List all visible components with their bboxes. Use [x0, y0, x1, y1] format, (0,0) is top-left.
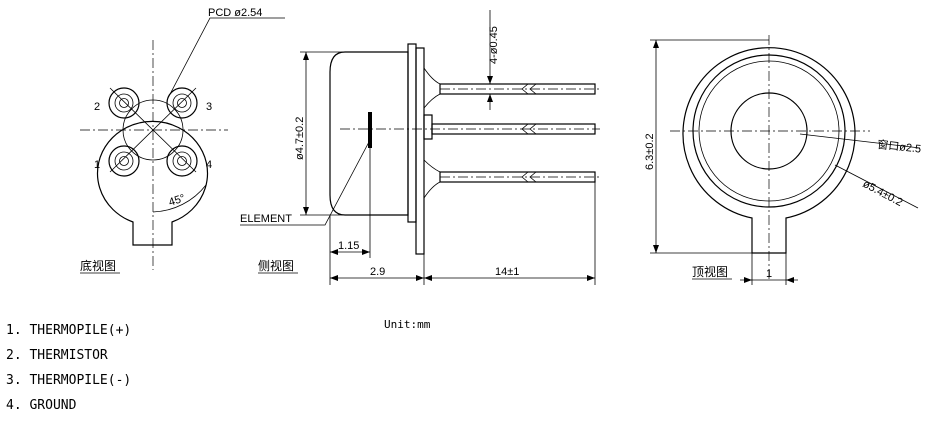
- top-diameter-label: ø5.4±0.2: [861, 178, 905, 209]
- pcd-circle: [122, 99, 184, 161]
- side-view: ELEMENT ø4.7±0.2 4-ø0.45 1.15 2.9 14±1 侧…: [240, 10, 600, 285]
- diameter-dim-label: ø4.7±0.2: [294, 117, 306, 160]
- dia-leader: [834, 164, 919, 209]
- element-leader: [240, 139, 371, 226]
- pin-number-4: 4: [206, 159, 212, 171]
- top-view-outline: [682, 47, 856, 254]
- angle-arc: [152, 184, 207, 213]
- pin-number-1: 1: [94, 159, 100, 171]
- top-view: 6.3±0.2 窗口ø2.5 ø5.4±0.2 1 顶视图: [644, 35, 922, 285]
- tab-dim-label: 1: [766, 268, 772, 280]
- side-view-caption: 侧视图: [258, 258, 294, 273]
- window-leader: [799, 133, 921, 149]
- legend-item-2: 2. THERMISTOR: [6, 348, 108, 363]
- unit-label: Unit:mm: [384, 318, 431, 331]
- pin-2: [108, 87, 140, 119]
- bottom-view-caption: 底视图: [80, 258, 116, 273]
- dim-2-9: 2.9: [370, 266, 385, 278]
- side-header: [415, 47, 425, 255]
- window-label: 窗口ø2.5: [877, 137, 922, 156]
- top-view-caption: 顶视图: [692, 264, 728, 279]
- angle-label: 45°: [167, 192, 187, 209]
- element-label: ELEMENT: [240, 213, 292, 225]
- pin-number-3: 3: [206, 101, 212, 113]
- dim-14: 14±1: [495, 266, 519, 278]
- legend-item-4: 4. GROUND: [6, 398, 77, 413]
- height-dim-label: 6.3±0.2: [644, 133, 656, 170]
- sensing-element: [368, 112, 372, 148]
- bottom-diag-2: [109, 87, 197, 173]
- side-flange: [407, 43, 417, 223]
- pcd-leader: [167, 17, 285, 99]
- bottom-view-outline: [96, 120, 209, 246]
- pin-legend: 1. THERMOPILE(+) 2. THERMISTOR 3. THERMO…: [6, 318, 131, 418]
- pcd-label: PCD ø2.54: [208, 7, 262, 19]
- lead-dim-label: 4-ø0.45: [488, 26, 500, 64]
- pin-1: [108, 145, 140, 177]
- legend-item-1: 1. THERMOPILE(+): [6, 323, 132, 338]
- bottom-view: PCD ø2.54 45° 2 3 1 4 底视图: [80, 7, 285, 274]
- legend-item-3: 3. THERMOPILE(-): [6, 373, 132, 388]
- pin-4: [166, 145, 198, 177]
- pin-3: [166, 87, 198, 119]
- dim-1-15: 1.15: [338, 240, 359, 252]
- technical-drawing: PCD ø2.54 45° 2 3 1 4 底视图 ELEMEN: [80, 7, 922, 285]
- pin-number-2: 2: [94, 101, 100, 113]
